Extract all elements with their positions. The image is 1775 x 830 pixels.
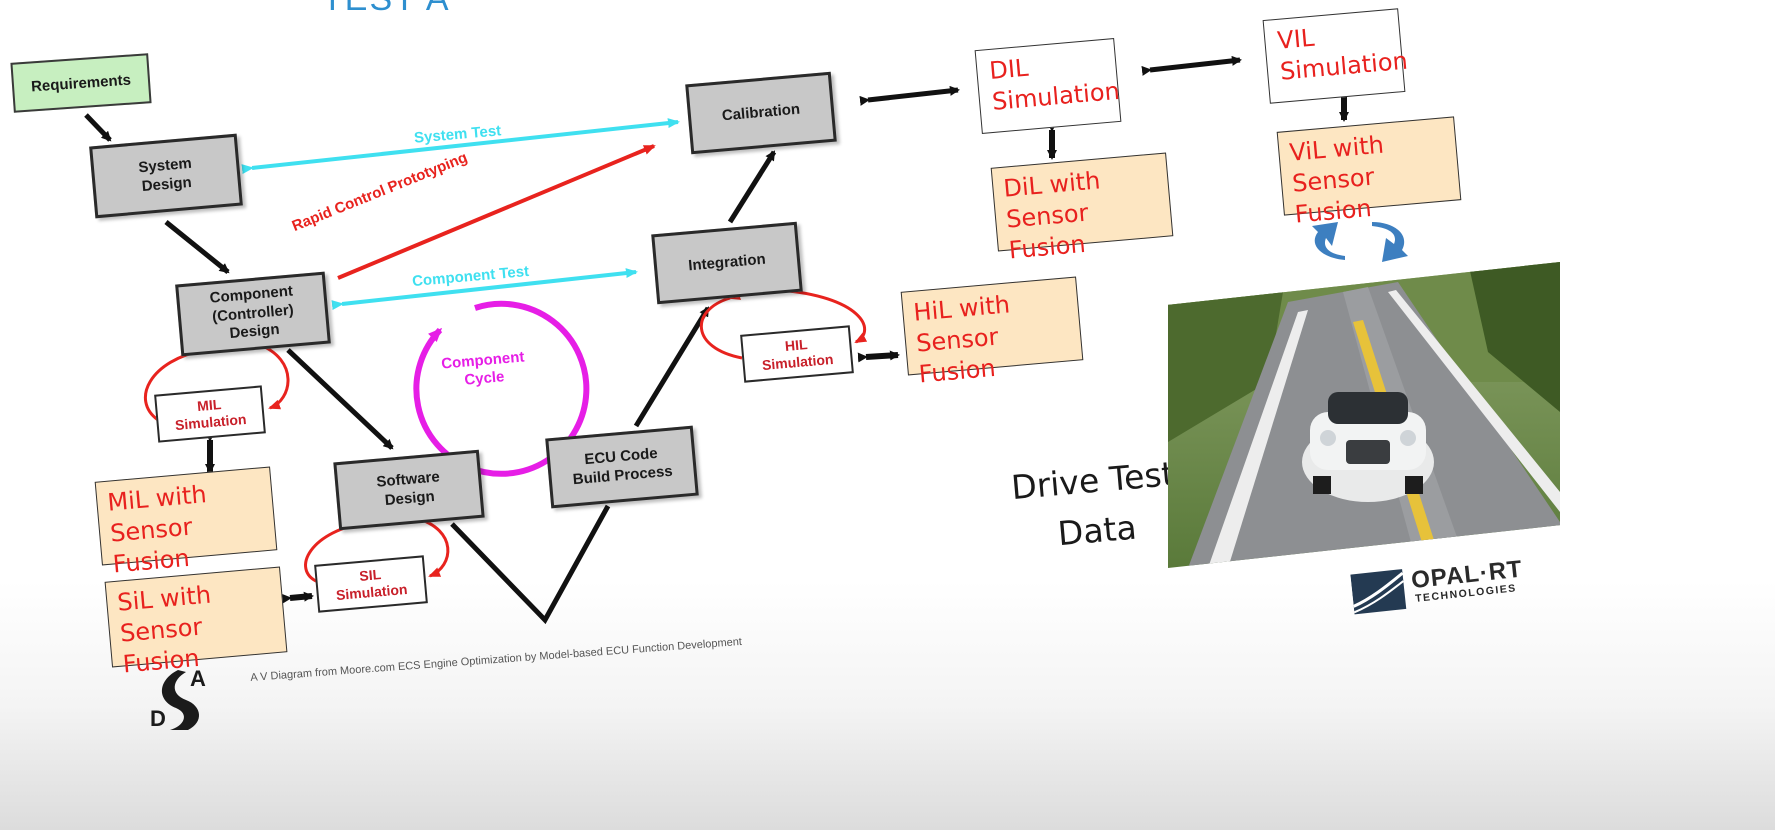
car-road-photo [1168,262,1560,568]
sil-fusion-box: SiL with Sensor Fusion [104,566,288,679]
arrow-system-to-component [164,220,230,274]
hil-loop-right [777,288,868,344]
component-cycle-label: Component Cycle [440,348,526,389]
arrow-sil-fusion [281,591,314,604]
arrow-ecu-to-integration [633,306,711,428]
arrow-system-test [241,118,680,175]
dsa-logo-top-letter: A [190,666,206,691]
arrow-integration-to-calibration [727,150,777,224]
sil-simulation-box: SIL Simulation [314,555,428,613]
vil-simulation-box: VIL Simulation [1262,8,1409,104]
dil-simulation-box: DIL Simulation [974,38,1122,134]
v-bottom-line [450,504,611,625]
integration-box: Integration [651,221,803,305]
mil-simulation-box: MIL Simulation [154,385,266,443]
arrow-calibration-dil [859,85,960,106]
slide-title: TEST A [322,0,451,19]
arrow-req-to-system [84,113,112,142]
arrow-component-to-software [286,348,394,450]
hil-fusion-box: HiL with Sensor Fusion [900,276,1084,389]
mil-loop-right [257,342,290,410]
arrow-rapid-prototyping [337,144,656,280]
system-design-box: System Design [89,133,243,219]
arrow-dil-vil [1141,55,1242,76]
hil-simulation-box: HIL Simulation [740,325,854,383]
calibration-box: Calibration [685,71,837,155]
arrow-hil-fusion [857,350,900,363]
hil-loop-left [700,290,743,360]
sil-loop-right [415,516,450,578]
cycle-arrow-right-icon [1372,222,1408,262]
component-design-box: Component (Controller) Design [175,271,331,357]
dsa-logo: A D [150,666,206,730]
cycle-arrow-left-icon [1312,222,1345,260]
dil-fusion-box: DiL with Sensor Fusion [990,152,1174,265]
mil-fusion-box: MiL with Sensor Fusion [94,466,278,579]
dsa-logo-bottom-letter: D [150,706,166,730]
opal-rt-mark-icon [1350,569,1407,615]
requirements-box: Requirements [10,53,152,113]
ecu-code-box: ECU Code Build Process [545,425,699,509]
arrow-component-test [331,268,638,311]
software-design-box: Software Design [333,449,485,531]
vil-fusion-box: ViL with Sensor Fusion [1276,116,1462,229]
drive-test-label: Drive Test Data [1009,454,1176,553]
opal-rt-logo: OPAL·RT TECHNOLOGIES [1350,550,1554,621]
